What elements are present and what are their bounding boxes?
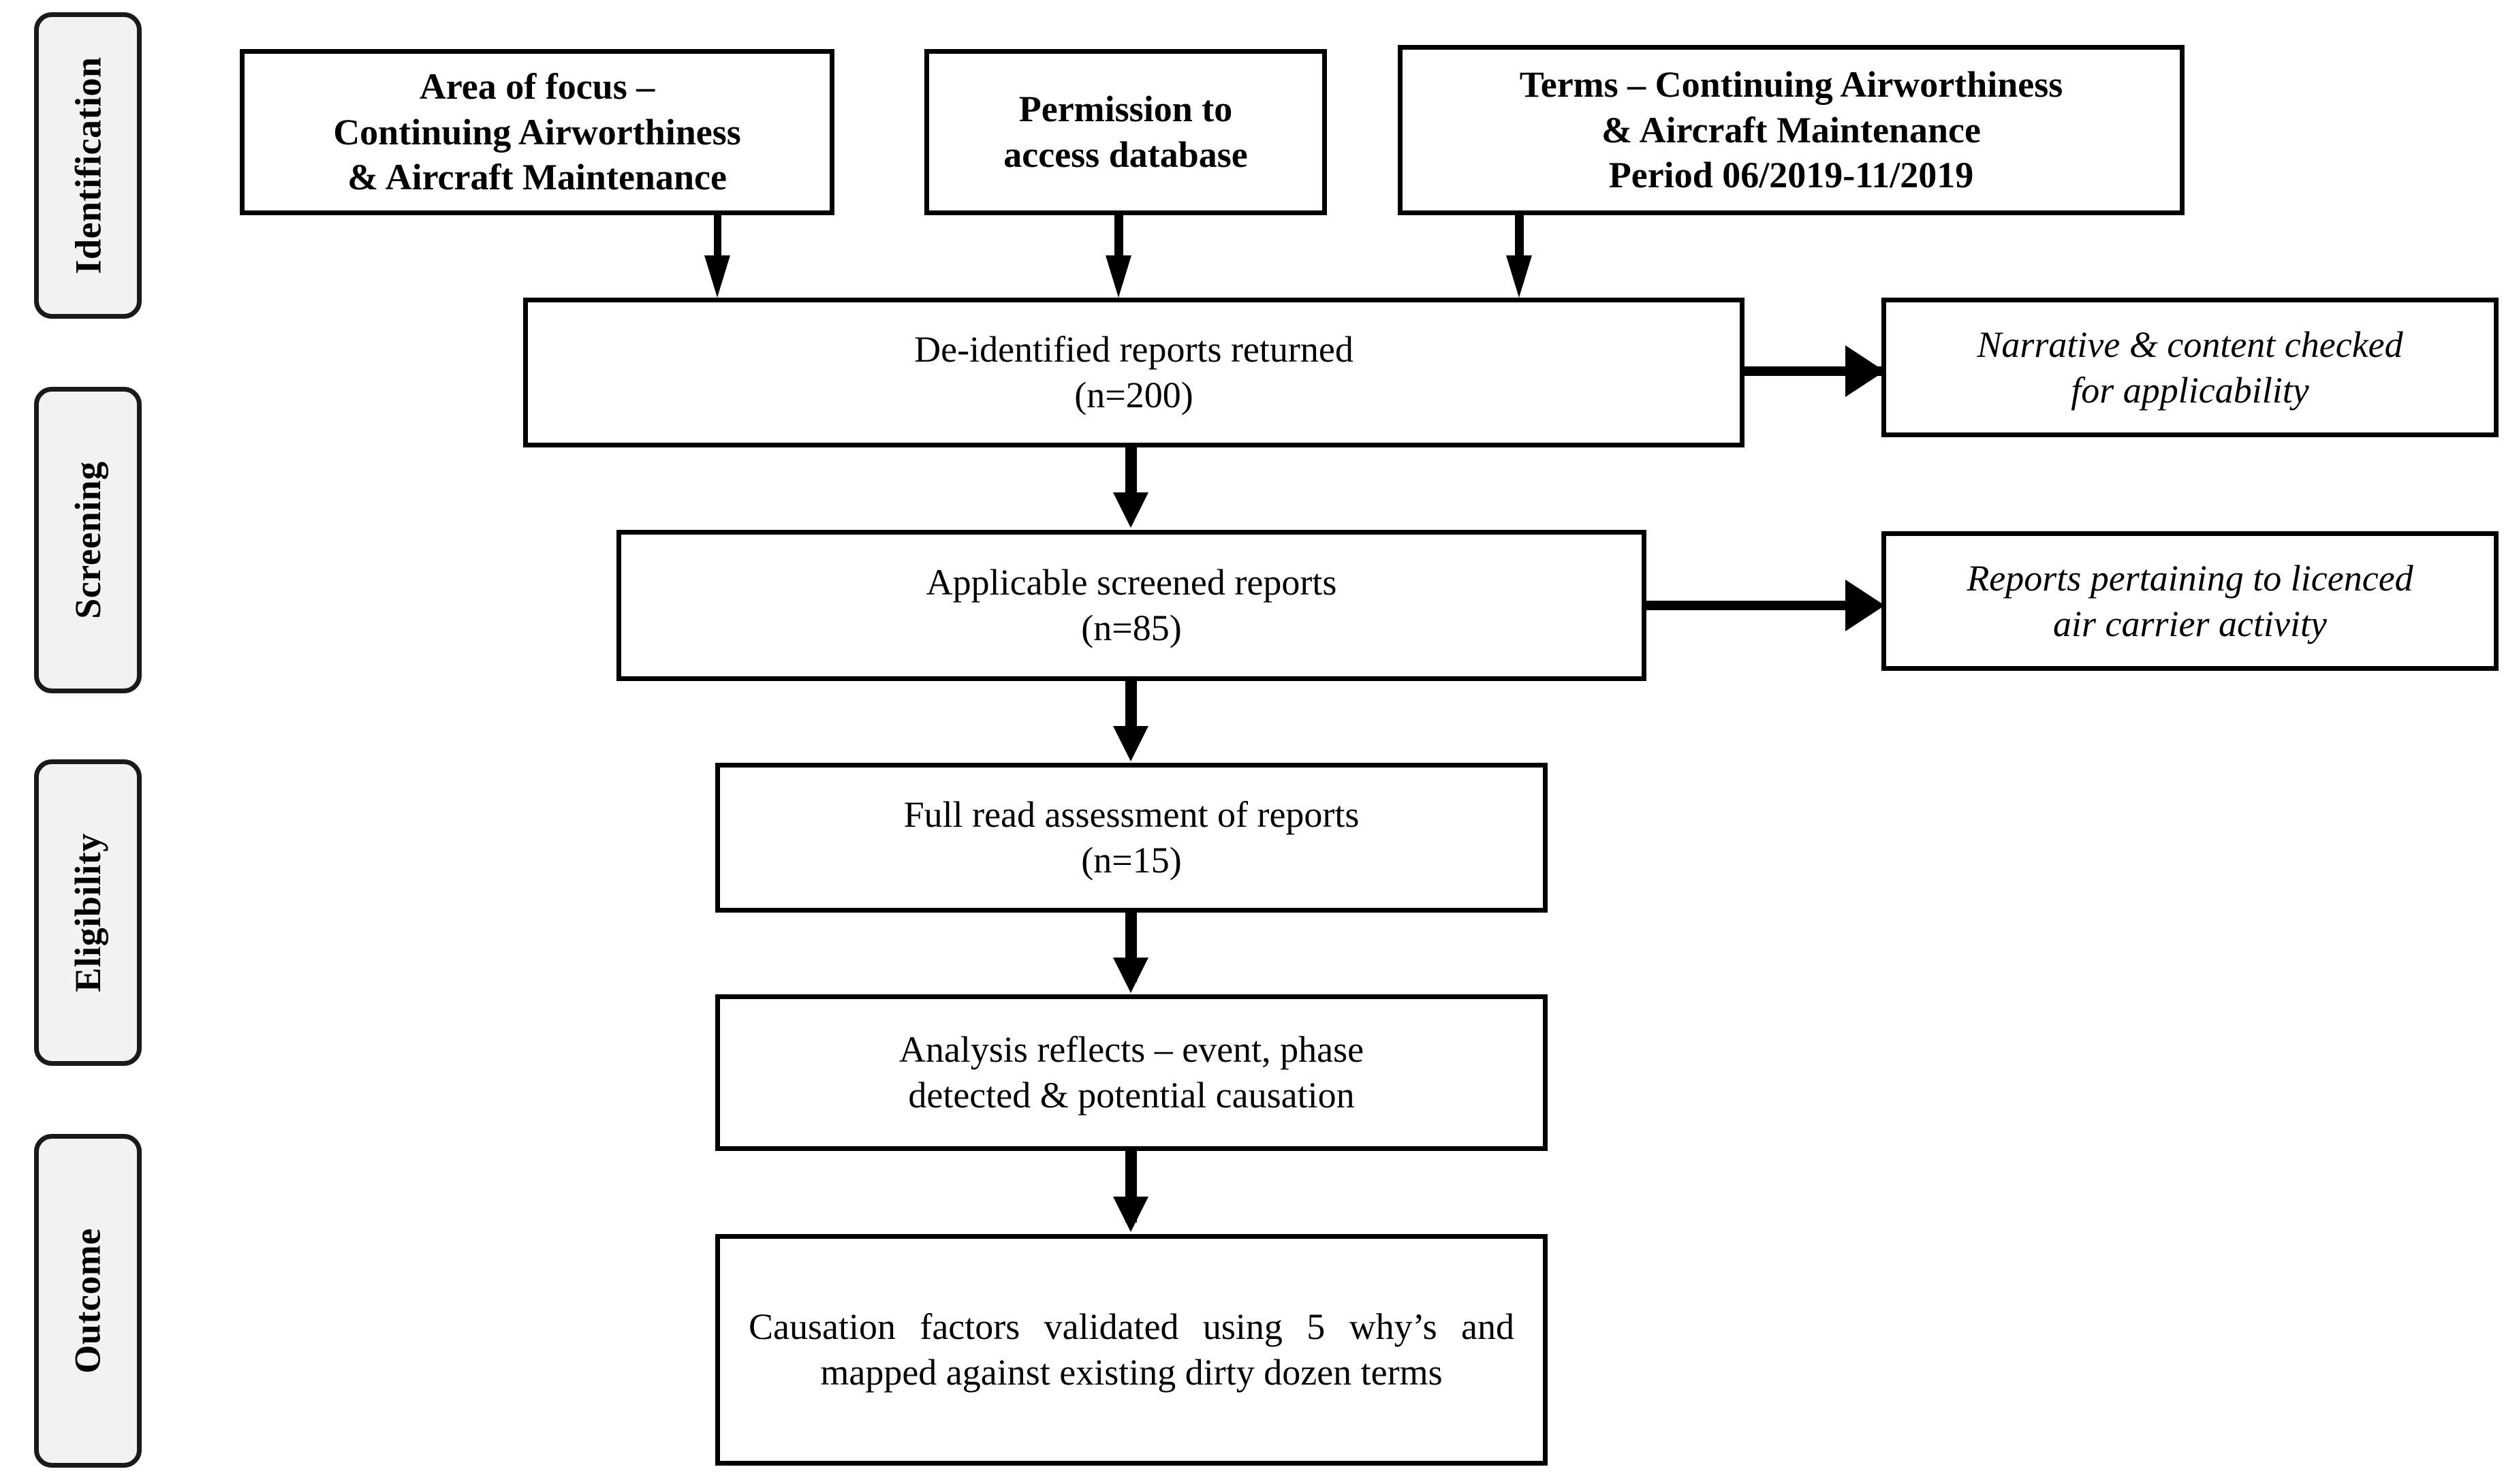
phase-label-outcome-text: Outcome xyxy=(67,1228,108,1374)
node-licenced-line2: air carrier activity xyxy=(2053,603,2327,644)
node-full-read-line1: Full read assessment of reports xyxy=(903,794,1360,836)
arrowhead-deidentified-to-narrative xyxy=(1845,345,1885,397)
node-permission-line1: Permission to xyxy=(1018,89,1233,130)
node-area-of-focus-line3: & Aircraft Maintenance xyxy=(347,157,727,198)
node-applicable-screened-reports: Applicable screened reports (n=85) xyxy=(616,530,1646,681)
node-narrative-text: Narrative & content checked for applicab… xyxy=(1886,322,2494,413)
arrowhead-applicable-to-full-read xyxy=(1113,726,1148,761)
node-full-read-assessment: Full read assessment of reports (n=15) xyxy=(715,763,1548,913)
phase-label-identification: Identification xyxy=(34,12,142,319)
arrowhead-deidentified-to-applicable xyxy=(1113,492,1148,528)
node-deidentified-line2: (n=200) xyxy=(1074,375,1193,415)
node-deidentified-reports: De-identified reports returned (n=200) xyxy=(523,298,1744,447)
connector-area-of-focus-to-deidentified xyxy=(714,215,721,283)
node-licenced-air-carrier: Reports pertaining to licenced air carri… xyxy=(1881,531,2499,671)
node-terms-line2: & Aircraft Maintenance xyxy=(1601,109,1981,151)
node-permission-text: Permission to access database xyxy=(929,86,1322,178)
phase-label-screening-text: Screening xyxy=(67,461,108,619)
node-area-of-focus-line1: Area of focus – xyxy=(419,65,655,107)
phase-label-eligibility: Eligibility xyxy=(34,759,142,1066)
node-analysis-text: Analysis reflects – event, phase detecte… xyxy=(720,1027,1543,1118)
node-applicable-line1: Applicable screened reports xyxy=(926,562,1337,603)
arrowhead-area-of-focus-to-deidentified xyxy=(704,255,730,298)
node-analysis-line2: detected & potential causation xyxy=(908,1075,1355,1116)
arrowhead-terms-to-deidentified xyxy=(1506,255,1532,298)
node-terms: Terms – Continuing Airworthiness & Aircr… xyxy=(1398,45,2185,215)
node-area-of-focus-line2: Continuing Airworthiness xyxy=(333,111,741,153)
arrowhead-permission-to-deidentified xyxy=(1106,255,1131,298)
arrowhead-analysis-to-causation xyxy=(1113,1197,1148,1232)
node-permission-line2: access database xyxy=(1003,134,1248,175)
arrowhead-applicable-to-licenced xyxy=(1845,580,1885,631)
node-causation-factors: Causation factors validated using 5 why’… xyxy=(715,1234,1548,1466)
phase-label-identification-text: Identification xyxy=(67,57,109,274)
node-full-read-text: Full read assessment of reports (n=15) xyxy=(720,792,1543,883)
node-applicable-text: Applicable screened reports (n=85) xyxy=(621,560,1642,651)
node-analysis-line1: Analysis reflects – event, phase xyxy=(898,1029,1364,1071)
node-area-of-focus: Area of focus – Continuing Airworthiness… xyxy=(240,49,834,215)
node-permission-to-access-database: Permission to access database xyxy=(924,49,1327,215)
connector-applicable-to-licenced xyxy=(1646,601,1845,610)
node-narrative-line2: for applicability xyxy=(2071,369,2309,411)
phase-label-screening: Screening xyxy=(34,387,142,693)
node-licenced-text: Reports pertaining to licenced air carri… xyxy=(1886,556,2494,647)
node-terms-line1: Terms – Continuing Airworthiness xyxy=(1519,63,2063,105)
phase-label-eligibility-text: Eligibility xyxy=(67,833,108,992)
node-area-of-focus-text: Area of focus – Continuing Airworthiness… xyxy=(245,64,830,201)
node-applicable-line2: (n=85) xyxy=(1081,607,1182,648)
node-causation-text: Causation factors validated using 5 why’… xyxy=(749,1306,1514,1393)
node-narrative-line1: Narrative & content checked xyxy=(1977,323,2403,365)
node-deidentified-line1: De-identified reports returned xyxy=(914,329,1353,370)
phase-label-outcome: Outcome xyxy=(34,1134,142,1468)
node-licenced-line1: Reports pertaining to licenced xyxy=(1967,557,2413,599)
arrowhead-full-read-to-analysis xyxy=(1113,958,1148,993)
node-terms-text: Terms – Continuing Airworthiness & Aircr… xyxy=(1403,62,2180,199)
node-terms-line3: Period 06/2019-11/2019 xyxy=(1608,155,1974,196)
node-analysis-reflects: Analysis reflects – event, phase detecte… xyxy=(715,994,1548,1151)
node-deidentified-text: De-identified reports returned (n=200) xyxy=(528,327,1740,418)
node-narrative-content-checked: Narrative & content checked for applicab… xyxy=(1881,298,2499,437)
node-full-read-line2: (n=15) xyxy=(1081,840,1182,881)
